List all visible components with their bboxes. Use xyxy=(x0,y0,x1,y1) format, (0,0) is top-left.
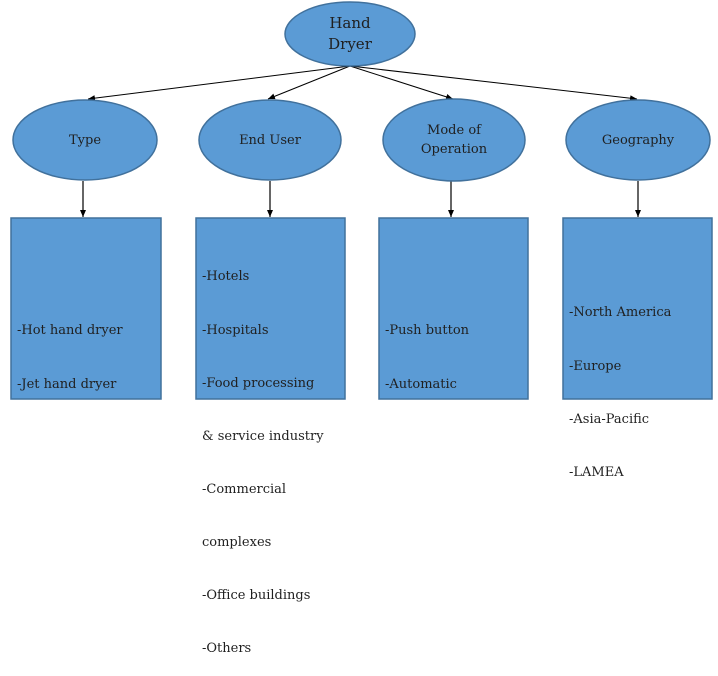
category-node-type xyxy=(12,99,158,181)
diagram-canvas xyxy=(10,1,713,400)
list-item: -Asia-Pacific xyxy=(569,411,650,427)
list-item: -Hospitals xyxy=(202,322,269,338)
connector-root-type xyxy=(87,65,351,102)
detail-box-end-user xyxy=(195,217,346,400)
root-node xyxy=(284,1,416,67)
list-item: -North America xyxy=(569,305,672,321)
item-list-mode-of-operation: -Push button -Automatic xyxy=(385,287,469,411)
detail-box-type xyxy=(10,217,162,400)
category-node-mode-of-operation xyxy=(382,98,526,182)
list-item: -Jet hand dryer xyxy=(17,376,117,392)
connector-root-end-user xyxy=(267,65,351,100)
list-item: & service industry xyxy=(202,428,324,444)
list-item: -Office buildings xyxy=(202,588,311,604)
connector-root-mode-of-operation xyxy=(349,65,454,100)
detail-box-geography xyxy=(562,217,713,400)
list-item: -LAMEA xyxy=(569,464,624,480)
list-item: -Others xyxy=(202,641,252,657)
item-list-type: -Hot hand dryer -Jet hand dryer xyxy=(17,287,123,411)
category-node-geography xyxy=(565,99,711,181)
list-item: -Hotels xyxy=(202,269,250,285)
item-list-geography: -North America -Europe -Asia-Pacific -LA… xyxy=(569,269,671,499)
list-item: -Europe xyxy=(569,358,622,374)
list-item: -Food processing xyxy=(202,375,315,391)
category-node-end-user xyxy=(198,99,342,181)
list-item: -Push button xyxy=(385,323,470,339)
connector-root-geography xyxy=(349,65,638,102)
list-item: -Automatic xyxy=(385,376,457,392)
list-item: -Hot hand dryer xyxy=(17,323,123,339)
list-item: -Commercial xyxy=(202,481,287,497)
list-item: complexes xyxy=(202,534,272,550)
detail-box-mode-of-operation xyxy=(378,217,529,400)
item-list-end-user: -Hotels -Hospitals -Food processing & se… xyxy=(202,233,324,676)
